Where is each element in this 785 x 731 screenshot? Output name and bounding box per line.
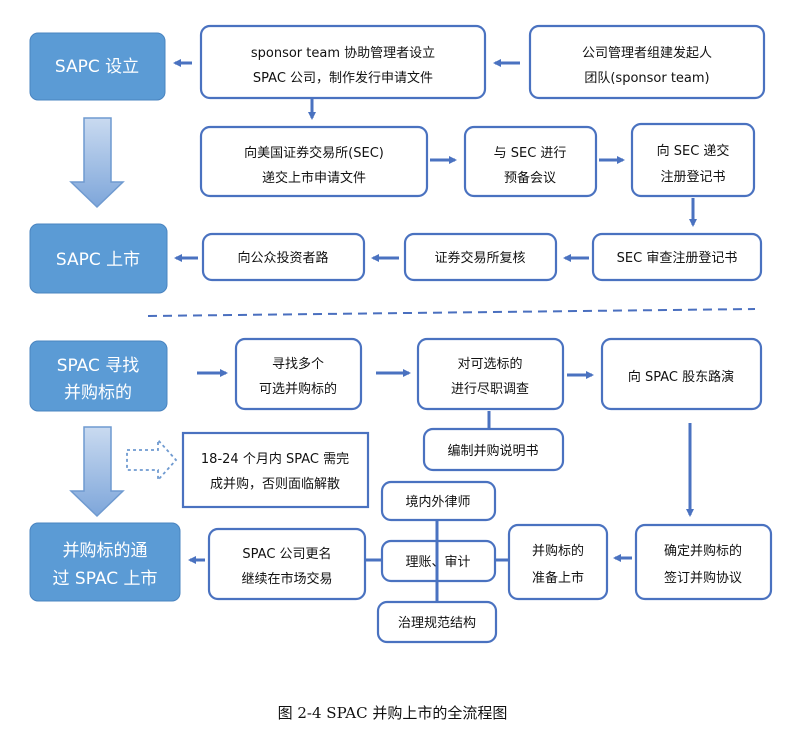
dashed-right-arrow <box>126 437 178 483</box>
section-sapc-found: SAPC 设立 <box>29 32 166 101</box>
box-lawyers-label: 境内外律师 <box>405 494 470 510</box>
box-roadshow-holders-label: 向 SPAC 股东路演 <box>628 369 734 385</box>
box-roadshow-holders <box>600 337 763 411</box>
section-target-list-line1: 并购标的通 <box>63 541 148 561</box>
box-due-diligence <box>416 337 565 411</box>
big-down-arrow-2 <box>69 426 125 518</box>
box-roadshow-public <box>201 232 366 282</box>
box-find-targets-line2: 可选并购标的 <box>259 381 337 397</box>
box-governance-label: 治理规范结构 <box>398 616 476 631</box>
box-deadline-note-line2: 成并购，否则面临解散 <box>210 476 340 492</box>
box-apply-sec-line1: 向美国证券交易所(SEC) <box>244 145 384 161</box>
box-sponsor-assist-line1: sponsor team 协助管理者设立 <box>251 46 435 61</box>
figure-caption: 图 2-4 SPAC 并购上市的全流程图 <box>277 704 508 722</box>
box-roadshow-public-label: 向公众投资者路 <box>237 250 328 266</box>
box-target-prepare <box>507 523 609 601</box>
box-submit-reg <box>630 122 756 198</box>
box-apply-sec <box>199 125 429 198</box>
box-exchange-review <box>403 232 558 282</box>
section-target-list: 并购标的通 过 SPAC 上市 <box>29 522 181 602</box>
big-down-arrow-1 <box>69 117 125 209</box>
section-target-list-line2: 过 SPAC 上市 <box>53 569 158 589</box>
box-target-prepare-line2: 准备上市 <box>532 570 584 586</box>
box-submit-reg-line2: 注册登记书 <box>660 170 725 185</box>
box-due-diligence-line1: 对可选标的 <box>457 356 522 372</box>
box-rename-line1: SPAC 公司更名 <box>242 546 331 562</box>
box-deadline-note <box>181 431 370 509</box>
box-due-diligence-line2: 进行尽职调查 <box>451 382 529 397</box>
box-pre-meeting <box>463 125 598 198</box>
box-confirm-target <box>634 523 773 601</box>
section-spac-seek-line2: 并购标的 <box>64 383 132 403</box>
box-sponsor-assist <box>199 24 487 100</box>
box-pre-meeting-line1: 与 SEC 进行 <box>494 146 567 161</box>
section-divider <box>147 308 756 317</box>
box-sec-review-label: SEC 审查注册登记书 <box>617 251 738 266</box>
box-sec-review <box>591 232 763 282</box>
box-pre-meeting-line2: 预备会议 <box>504 170 556 186</box>
box-managers-form <box>528 24 766 100</box>
box-deadline-note-line1: 18-24 个月内 SPAC 需完 <box>201 451 349 467</box>
section-sapc-found-label: SAPC 设立 <box>55 57 139 77</box>
box-find-targets-line1: 寻找多个 <box>272 356 324 372</box>
box-target-prepare-line1: 并购标的 <box>532 543 584 559</box>
box-managers-form-line1: 公司管理者组建发起人 <box>582 45 712 61</box>
box-rename <box>207 527 367 601</box>
box-rename-line2: 继续在市场交易 <box>241 571 332 587</box>
box-managers-form-line2: 团队(sponsor team) <box>584 71 709 86</box>
box-exchange-review-label: 证券交易所复核 <box>434 250 525 266</box>
box-apply-sec-line2: 递交上市申请文件 <box>262 170 366 186</box>
box-confirm-target-line1: 确定并购标的 <box>664 543 742 559</box>
section-spac-seek: SPAC 寻找 并购标的 <box>29 340 168 412</box>
box-submit-reg-line1: 向 SEC 递交 <box>657 143 730 159</box>
box-confirm-target-line2: 签订并购协议 <box>664 570 742 586</box>
section-sapc-list: SAPC 上市 <box>29 223 168 294</box>
section-sapc-list-label: SAPC 上市 <box>56 250 140 270</box>
box-sponsor-assist-line2: SPAC 公司，制作发行申请文件 <box>253 70 433 86</box>
box-merger-doc <box>422 427 565 472</box>
box-merger-doc-label: 编制并购说明书 <box>447 443 538 459</box>
box-find-targets <box>234 337 363 411</box>
section-spac-seek-line1: SPAC 寻找 <box>57 356 140 376</box>
